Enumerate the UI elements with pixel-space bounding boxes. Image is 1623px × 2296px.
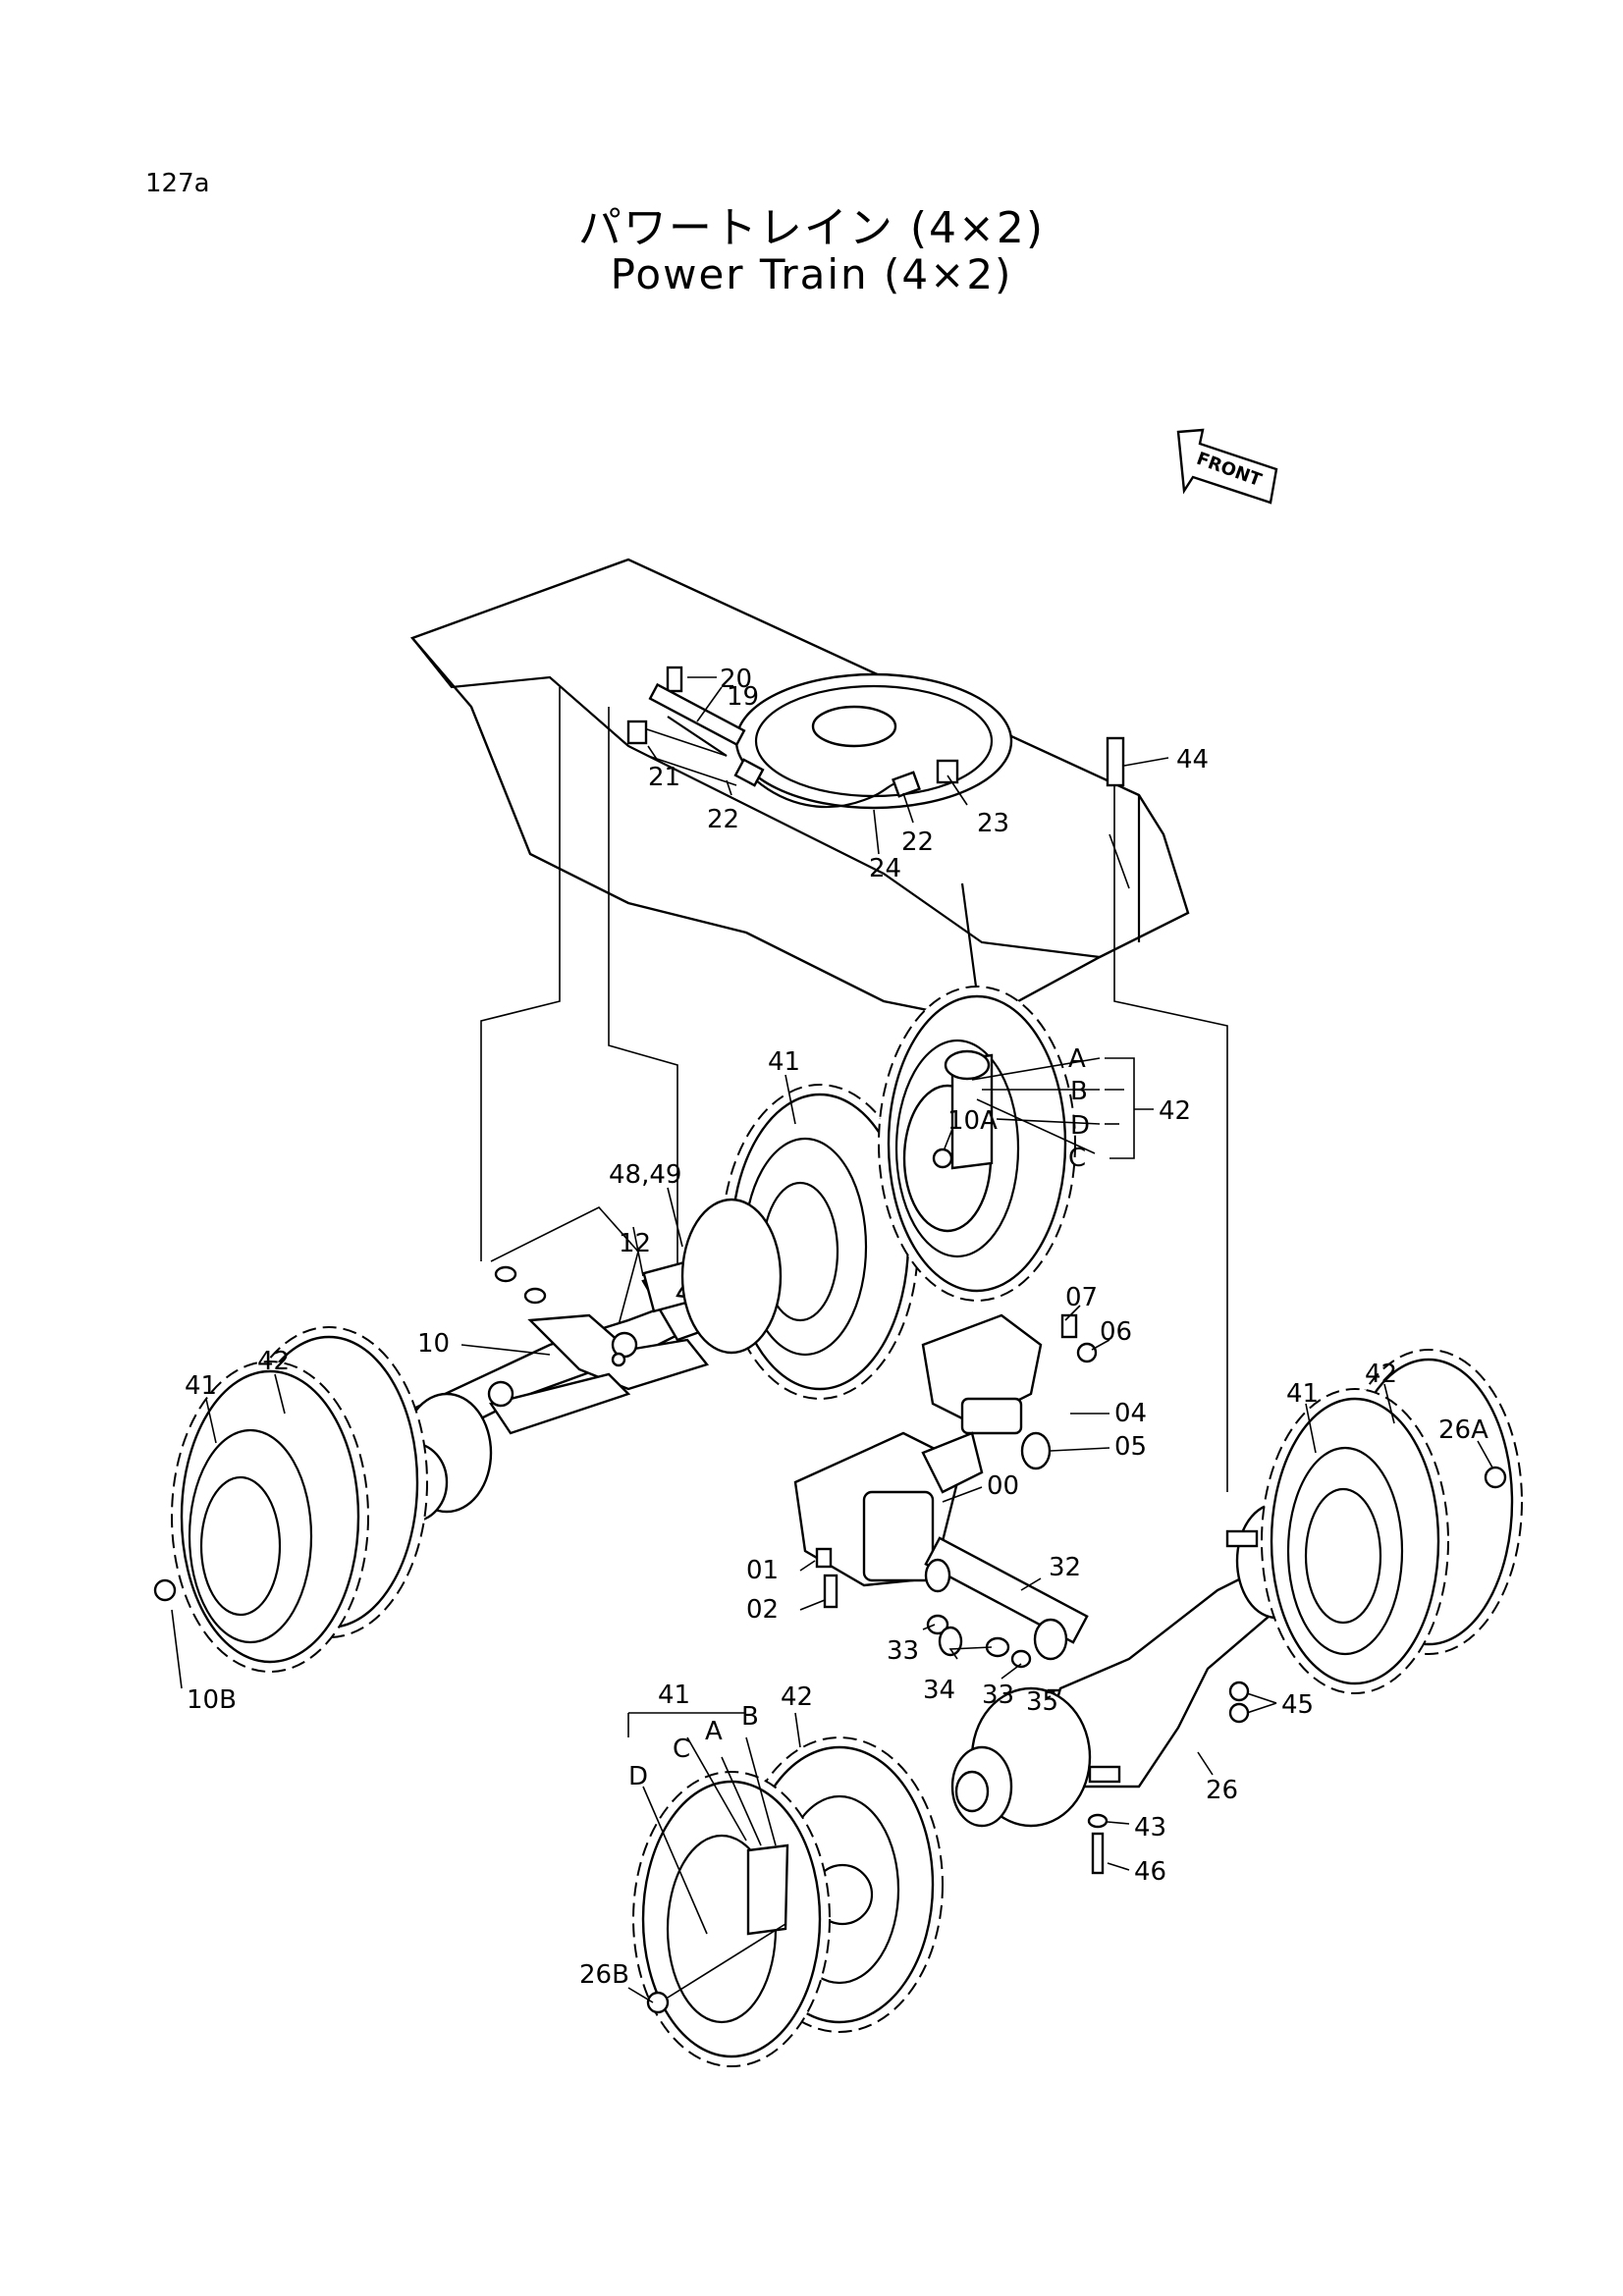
callout-41: 41 (658, 1681, 690, 1710)
callout-42: 42 (781, 1682, 813, 1712)
callout-10a: 10A (947, 1106, 998, 1136)
callout-b: B (741, 1702, 759, 1732)
callout-42: 42 (257, 1347, 290, 1376)
callout-34: 34 (923, 1676, 955, 1705)
callout-33: 33 (887, 1636, 919, 1666)
frame-hardware (626, 666, 1125, 809)
callout-b: B (1070, 1077, 1088, 1106)
callout-42: 42 (1159, 1096, 1191, 1126)
leader-lines (171, 676, 1493, 2003)
callout-46: 46 (1134, 1857, 1166, 1887)
callout-20: 20 (720, 665, 752, 694)
callout-48-49: 48,49 (609, 1160, 681, 1190)
page-number: 127a (145, 169, 210, 198)
rear-right-tires (1261, 1349, 1523, 1694)
rear-axle (950, 1502, 1318, 1875)
callout-41: 41 (185, 1371, 217, 1401)
callout-a: A (1068, 1044, 1086, 1074)
title-english: Power Train (4×2) (610, 250, 1013, 298)
callout-12: 12 (619, 1229, 651, 1258)
transmission (793, 1313, 1098, 1609)
callout-32: 32 (1049, 1553, 1081, 1582)
front-arrow-icon: FRONT (1176, 428, 1278, 505)
callout-04: 04 (1114, 1399, 1147, 1428)
callout-45: 45 (1281, 1690, 1314, 1720)
frame (409, 558, 1190, 1032)
callout-24: 24 (869, 854, 901, 883)
callout-19: 19 (727, 682, 759, 712)
callout-07: 07 (1065, 1283, 1098, 1312)
rear-left-tires (632, 1736, 944, 2067)
callout-23: 23 (977, 809, 1009, 838)
callout-d: D (1070, 1111, 1090, 1141)
callout-26a: 26A (1438, 1415, 1488, 1445)
callout-35: 35 (1026, 1687, 1058, 1717)
callout-01: 01 (746, 1556, 779, 1585)
front-right-tire (680, 1084, 919, 1400)
callout-labels: 20 19 21 22 22 23 24 44 41 A B D C 42 10… (185, 665, 1488, 1990)
callout-d: D (628, 1762, 648, 1791)
callout-22: 22 (901, 828, 934, 857)
callout-05: 05 (1114, 1432, 1147, 1462)
callout-26b: 26B (579, 1960, 629, 1990)
title-japanese: パワートレイン (4×2) (577, 203, 1046, 253)
callout-a: A (705, 1717, 723, 1746)
callout-43: 43 (1134, 1813, 1166, 1842)
callout-22: 22 (707, 805, 739, 834)
callout-c: C (1068, 1144, 1086, 1173)
callout-33: 33 (982, 1681, 1014, 1710)
callout-10b: 10B (187, 1685, 237, 1715)
callout-44: 44 (1176, 745, 1209, 774)
callout-21: 21 (648, 763, 680, 792)
callout-06: 06 (1100, 1317, 1132, 1347)
callout-02: 02 (746, 1595, 779, 1625)
callout-10: 10 (417, 1329, 450, 1359)
callout-26: 26 (1206, 1776, 1238, 1805)
front-left-tires (153, 1326, 428, 1673)
assembly-lines (480, 687, 1228, 1492)
callout-c: C (673, 1735, 690, 1764)
front-right-outer-tire (878, 986, 1076, 1302)
callout-00: 00 (987, 1471, 1019, 1501)
callout-41: 41 (768, 1047, 800, 1077)
callout-41: 41 (1286, 1379, 1319, 1409)
callout-42: 42 (1365, 1360, 1397, 1389)
